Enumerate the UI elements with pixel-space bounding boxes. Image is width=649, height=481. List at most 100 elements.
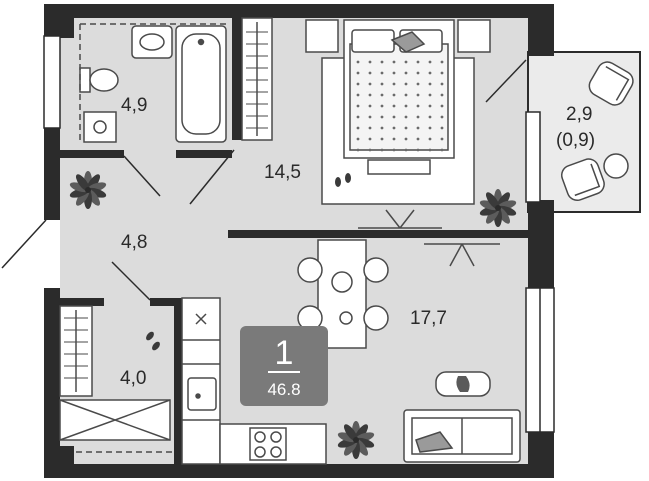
bed-dot — [404, 71, 408, 75]
wall-bath-bedroom — [232, 18, 242, 140]
bed-dot — [380, 137, 384, 141]
kitchen — [181, 297, 327, 465]
bed-dot — [368, 93, 372, 97]
door-bedroom — [189, 149, 235, 205]
wall-closet-top-b — [150, 298, 182, 306]
bed-dot — [428, 104, 432, 108]
bed-dot — [428, 137, 432, 141]
wall-left-mid — [44, 128, 60, 220]
bed-dot — [356, 82, 360, 86]
bed-dot — [356, 148, 360, 152]
bed-dot — [392, 71, 396, 75]
bed-dot — [380, 93, 384, 97]
window-bedroom-balcony — [525, 111, 541, 203]
bed-dot — [392, 104, 396, 108]
bed-dot — [404, 137, 408, 141]
wall-bath-bottom-b — [176, 150, 232, 158]
plant-icon — [69, 171, 517, 459]
slippers-icon — [146, 173, 351, 351]
bed-dot — [404, 60, 408, 64]
plant-core — [495, 205, 501, 211]
toilet-tank — [79, 67, 91, 93]
bed-dot — [428, 71, 432, 75]
bed-dot — [428, 82, 432, 86]
area-balcony: 2,9 — [566, 104, 592, 125]
wall-bath-corner — [60, 18, 74, 38]
bed-dot — [380, 104, 384, 108]
wall-bedroom-living — [228, 230, 528, 238]
bed-dot — [440, 104, 444, 108]
bed-dot — [392, 126, 396, 130]
wall-right-lower — [528, 432, 554, 478]
plant-leaf — [486, 192, 500, 210]
bed-dot — [392, 93, 396, 97]
door-bathroom — [123, 155, 161, 197]
wall-left-upper — [44, 4, 60, 36]
bed-dot — [392, 60, 396, 64]
bed-dot — [356, 93, 360, 97]
bed-dot — [440, 71, 444, 75]
tv-stand-living — [424, 243, 500, 267]
bed-dot — [404, 82, 408, 86]
nightstand-right — [457, 19, 491, 53]
bed-dot — [380, 115, 384, 119]
wall-top — [44, 4, 554, 18]
bed-dot — [356, 126, 360, 130]
bed-dot — [416, 71, 420, 75]
bed-dot — [404, 148, 408, 152]
bed-dot — [440, 148, 444, 152]
bed-dot — [356, 60, 360, 64]
bathroom-fixtures — [79, 23, 228, 143]
door-entrance — [1, 219, 47, 269]
bed-dot — [416, 148, 420, 152]
bed-dot — [416, 82, 420, 86]
apartment-badge: 1 46.8 — [240, 326, 328, 406]
balcony-table — [603, 153, 629, 179]
wall-closet-corner — [60, 446, 74, 464]
bed-dot — [428, 126, 432, 130]
plant-leaf — [344, 424, 358, 442]
bed-dot — [380, 60, 384, 64]
area-living: 17,7 — [410, 308, 447, 329]
bed-dot — [416, 137, 420, 141]
bed-dot — [404, 115, 408, 119]
toilet-bowl — [89, 68, 119, 92]
bed-dot — [440, 60, 444, 64]
bed-dot — [368, 71, 372, 75]
bedside-rug — [367, 159, 431, 175]
plant-leaf — [76, 174, 90, 192]
bed-dot — [416, 60, 420, 64]
nightstand-left — [305, 19, 339, 53]
bathtub — [175, 25, 227, 143]
bed-dot — [368, 104, 372, 108]
bed-dot — [404, 126, 408, 130]
room-labels: 4,9 14,5 2,9 (0,9) 4,8 17,7 4,0 — [120, 95, 595, 389]
bed-dot — [392, 115, 396, 119]
door-closet — [111, 261, 151, 301]
plant-living-icon — [337, 421, 375, 459]
badge-total-area: 46.8 — [267, 380, 300, 399]
walls — [44, 4, 554, 478]
wall-closet-top — [60, 298, 104, 306]
bed-dot — [356, 71, 360, 75]
bed-dot — [416, 104, 420, 108]
closet-wardrobe — [59, 305, 174, 453]
bed-dot — [440, 126, 444, 130]
bed-pattern — [356, 60, 444, 152]
wall-bath-bottom-a — [60, 150, 124, 158]
window-left — [43, 35, 61, 129]
windows — [43, 35, 555, 433]
wall-right-upper — [528, 4, 554, 56]
plant-core — [353, 437, 359, 443]
bed-dot — [392, 148, 396, 152]
bed-dot — [380, 82, 384, 86]
bed — [305, 19, 491, 229]
area-balcony-reduced: (0,9) — [556, 130, 595, 151]
badge-room-count: 1 — [275, 334, 294, 372]
sofa — [403, 371, 521, 463]
bed-dot — [440, 137, 444, 141]
door-balcony — [485, 59, 527, 103]
bed-dot — [392, 137, 396, 141]
wall-bottom — [44, 464, 554, 478]
